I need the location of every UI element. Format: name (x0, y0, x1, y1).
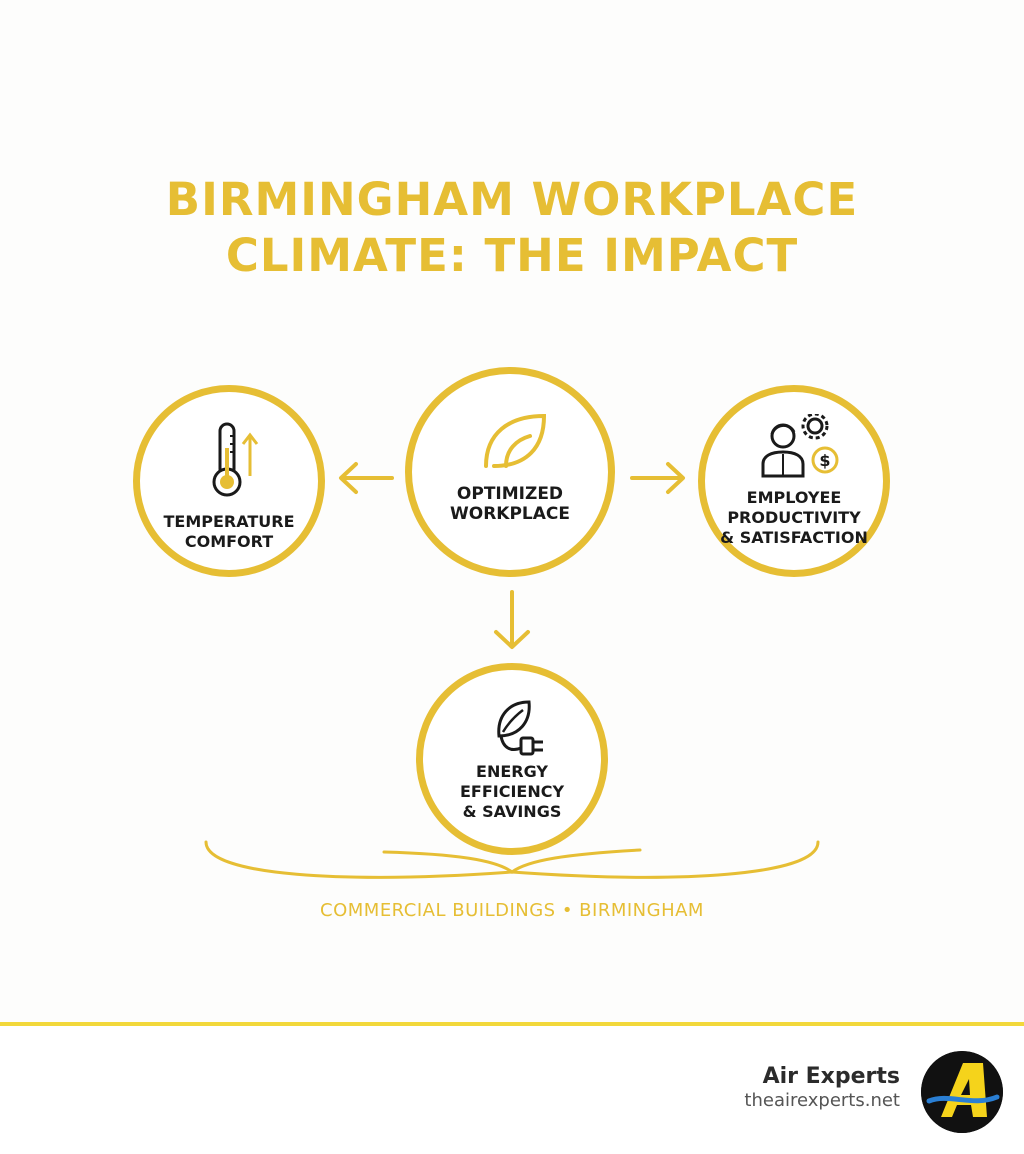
caption: COMMERCIAL BUILDINGS • BIRMINGHAM (320, 900, 704, 921)
node-label: TEMPERATURE COMFORT (163, 512, 295, 551)
svg-text:$: $ (819, 451, 830, 470)
arrow-right (630, 462, 685, 494)
arrow-left (339, 462, 394, 494)
leaf-plug-icon (497, 700, 543, 756)
employee-gear-dollar-icon: $ (761, 414, 839, 478)
brand-url: theairexperts.net (744, 1090, 900, 1111)
infographic-canvas: BIRMINGHAM WORKPLACE CLIMATE: THE IMPACT… (0, 172, 1024, 921)
leaf-outline-icon (484, 413, 547, 468)
page-title: BIRMINGHAM WORKPLACE CLIMATE: THE IMPACT (0, 172, 1024, 284)
node-optimized-workplace: OPTIMIZED WORKPLACE (405, 367, 615, 577)
decorative-swoosh (204, 840, 820, 879)
air-experts-logo-icon (921, 1051, 1003, 1133)
node-employee-productivity: $ EMPLOYEE PRODUCTIVITY & SATISFACTION (698, 385, 890, 577)
node-temperature-comfort: TEMPERATURE COMFORT (133, 385, 325, 577)
title-line-1: BIRMINGHAM WORKPLACE (165, 173, 859, 226)
node-label: EMPLOYEE PRODUCTIVITY & SATISFACTION (720, 488, 868, 547)
footer: Air Experts theairexperts.net (0, 1026, 1024, 1154)
footer-divider (0, 1022, 1024, 1026)
node-energy-efficiency: ENERGY EFFICIENCY & SAVINGS (416, 663, 608, 855)
node-label: OPTIMIZED WORKPLACE (449, 484, 570, 524)
node-label: ENERGY EFFICIENCY & SAVINGS (459, 762, 565, 821)
thermometer-icon (212, 422, 259, 497)
arrow-down (494, 590, 530, 649)
brand-name: Air Experts (762, 1064, 900, 1089)
title-line-2: CLIMATE: THE IMPACT (225, 229, 799, 282)
